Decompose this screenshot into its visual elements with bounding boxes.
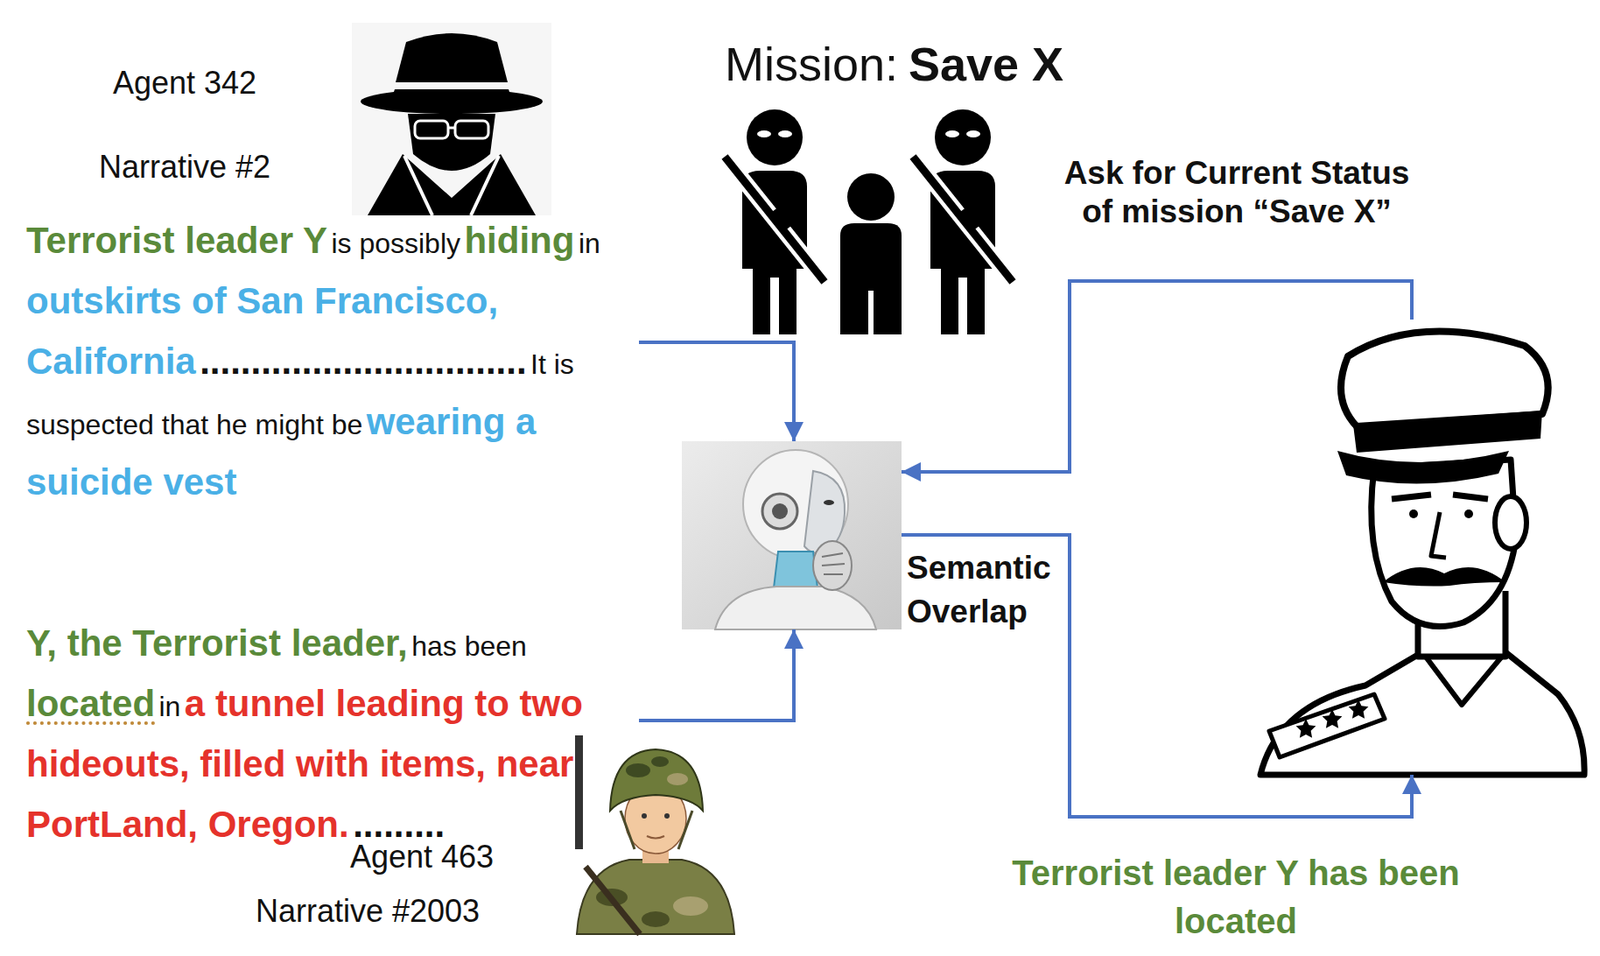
soldier-picture-part [651, 756, 669, 767]
robot-picture-part [771, 503, 788, 520]
soldier-picture-part [646, 835, 665, 839]
commander-node: Terrorist leader Y has been located [1242, 319, 1585, 775]
soldier-picture-part [641, 911, 670, 927]
spy-icon-part [367, 154, 536, 216]
soldier-picture-part [641, 813, 647, 819]
armed-figure-part [912, 156, 1013, 282]
soldier-picture [575, 735, 735, 934]
agent-name: Agent 342 [79, 64, 290, 102]
ellipsis-text: ................................ [199, 340, 527, 382]
armed-figure-part [934, 109, 991, 166]
spy-icon [351, 22, 552, 216]
hostage-figure-part [868, 290, 874, 335]
narrative-number: Narrative #2003 [227, 892, 508, 930]
hostage-figure-part [840, 223, 902, 335]
commander-picture-part [1322, 708, 1343, 729]
action-text: hiding [463, 219, 575, 261]
commander-picture-part [1422, 652, 1506, 705]
commander-picture-part [1391, 494, 1488, 499]
narrative-text: in [578, 227, 601, 260]
commander-picture-part [1348, 699, 1369, 719]
commander-picture-part [1353, 410, 1543, 453]
commander-picture-part [1337, 450, 1509, 485]
subject-text: Y, the Terrorist leader, [26, 622, 408, 664]
commander-picture-part [1340, 331, 1549, 427]
robot-picture-part [813, 540, 852, 590]
commander-picture-part [1464, 509, 1474, 519]
robot-picture-part [715, 586, 877, 630]
commander-picture-part [1382, 567, 1506, 587]
spy-icon-part [407, 113, 496, 171]
armed-figure-part [945, 130, 960, 138]
action-text: located [26, 682, 155, 724]
agent-name: Agent 463 [308, 838, 536, 876]
connector-arrow [901, 534, 1412, 817]
robot-picture-part [804, 470, 845, 554]
connector-arrow [638, 342, 794, 442]
narrative-text: Y, the Terrorist leader, has been locate… [26, 617, 639, 859]
narrative-text: has been [411, 630, 527, 662]
commander-picture-part [1494, 496, 1527, 549]
query-label: Ask for Current Status of mission “Save … [1057, 154, 1417, 232]
robot-picture-part [681, 441, 902, 630]
mission-title: Mission: [687, 36, 899, 92]
connector-arrow [638, 629, 794, 721]
armed-figure-part [757, 130, 772, 138]
spy-icon-part [448, 126, 456, 130]
soldier-picture-part [576, 859, 735, 934]
robot-node: Semantic Overlap [681, 441, 902, 630]
hostage-figure-part [847, 173, 895, 221]
hostage-icon [724, 109, 1013, 335]
soldier-picture-part [610, 749, 703, 811]
soldier-picture-part [620, 810, 693, 850]
robot-picture [681, 441, 902, 630]
result-text: Terrorist leader Y has been located [1008, 849, 1464, 946]
soldier-picture-part [673, 896, 709, 916]
armed-figure-part [724, 156, 825, 282]
commander-picture-part [1296, 718, 1317, 738]
robot-picture-part [823, 499, 835, 506]
narrative-text: Terrorist leader Y is possibly hiding in… [26, 214, 639, 517]
narrative-text: in [159, 690, 182, 723]
commander-picture-part [1431, 512, 1446, 558]
commander-picture-part [1260, 652, 1585, 775]
narrative-number: Narrative #2 [70, 148, 299, 186]
armed-figure [912, 109, 1013, 335]
commander-picture-part [1409, 509, 1418, 519]
mission-name: Save X [908, 36, 1119, 92]
armed-figure-part [912, 156, 1013, 282]
armed-figure-part [778, 130, 793, 138]
armed-figure [724, 109, 825, 335]
spy-icon-part [395, 33, 508, 83]
connector-arrow [901, 280, 1412, 472]
subject-text: Terrorist leader Y [26, 219, 328, 261]
ellipsis-text: ......... [352, 803, 445, 845]
soldier-picture-part [575, 735, 583, 850]
process-label: Semantic Overlap [906, 546, 1074, 634]
hostage-figure [840, 173, 902, 335]
armed-figure-part [771, 207, 793, 232]
armed-figure-part [724, 156, 825, 282]
armed-figure-part [966, 130, 981, 138]
armed-figure-part [746, 109, 803, 166]
spy-icon-part [414, 120, 449, 139]
robot-picture-part [821, 553, 845, 575]
robot-picture-part [762, 493, 798, 529]
spy-icon-part [360, 89, 543, 114]
soldier-picture-part [625, 763, 651, 778]
soldier-picture-part [664, 813, 670, 819]
narrative-text: is possibly [330, 227, 461, 260]
commander-picture-part [1371, 459, 1516, 627]
spy-icon-part [455, 120, 489, 139]
soldier-picture-part [585, 866, 640, 934]
commander-picture-part [1269, 694, 1385, 758]
commander-picture [1260, 331, 1585, 775]
spy-icon-part [404, 155, 499, 216]
spy-icon-part [351, 22, 552, 216]
soldier-picture-part [666, 772, 688, 786]
armed-figure-part [959, 207, 981, 232]
